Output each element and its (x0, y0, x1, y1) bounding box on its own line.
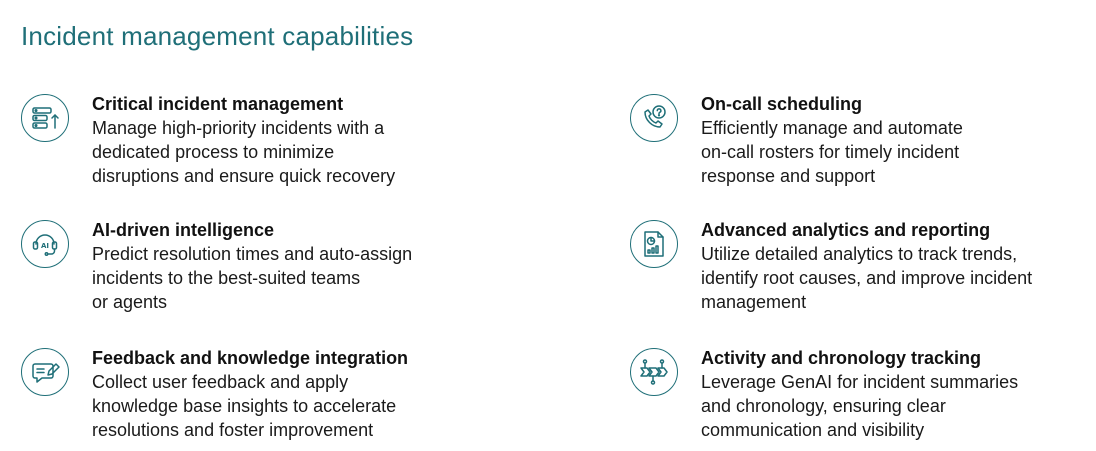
feature-title: On-call scheduling (701, 94, 863, 114)
feature-ai-driven-intelligence: AI AI-driven intelligence Predict resolu… (21, 219, 491, 314)
phone-question-icon (630, 94, 678, 142)
feature-title: Feedback and knowledge integration (92, 348, 409, 368)
feature-on-call-scheduling: On-call scheduling Efficiently manage an… (630, 93, 1096, 188)
analytics-report-icon (630, 220, 678, 268)
feature-description: Manage high-priority incidents with a de… (92, 118, 396, 186)
svg-text:AI: AI (41, 242, 49, 250)
feature-description: Collect user feedback and apply knowledg… (92, 372, 397, 440)
list-priority-icon (21, 94, 69, 142)
chronology-flow-icon (630, 348, 678, 396)
feature-advanced-analytics-reporting: Advanced analytics and reporting Utilize… (630, 219, 1096, 314)
feature-title: AI-driven intelligence (92, 220, 275, 240)
page-title: Incident management capabilities (21, 21, 414, 51)
feature-critical-incident-management: Critical incident management Manage high… (21, 93, 491, 188)
feature-title: Critical incident management (92, 94, 344, 114)
feature-description: Efficiently manage and automate on-call … (701, 118, 963, 186)
feature-title: Advanced analytics and reporting (701, 220, 991, 240)
feature-description: Predict resolution times and auto-assign… (92, 244, 413, 312)
feature-title: Activity and chronology tracking (701, 348, 982, 368)
feature-description: Leverage GenAI for incident summaries an… (701, 372, 1019, 440)
feature-activity-chronology-tracking: Activity and chronology tracking Leverag… (630, 347, 1096, 442)
feature-feedback-knowledge-integration: Feedback and knowledge integration Colle… (21, 347, 491, 442)
feature-description: Utilize detailed analytics to track tren… (701, 244, 1033, 312)
ai-headset-icon: AI (21, 220, 69, 268)
feedback-edit-icon (21, 348, 69, 396)
